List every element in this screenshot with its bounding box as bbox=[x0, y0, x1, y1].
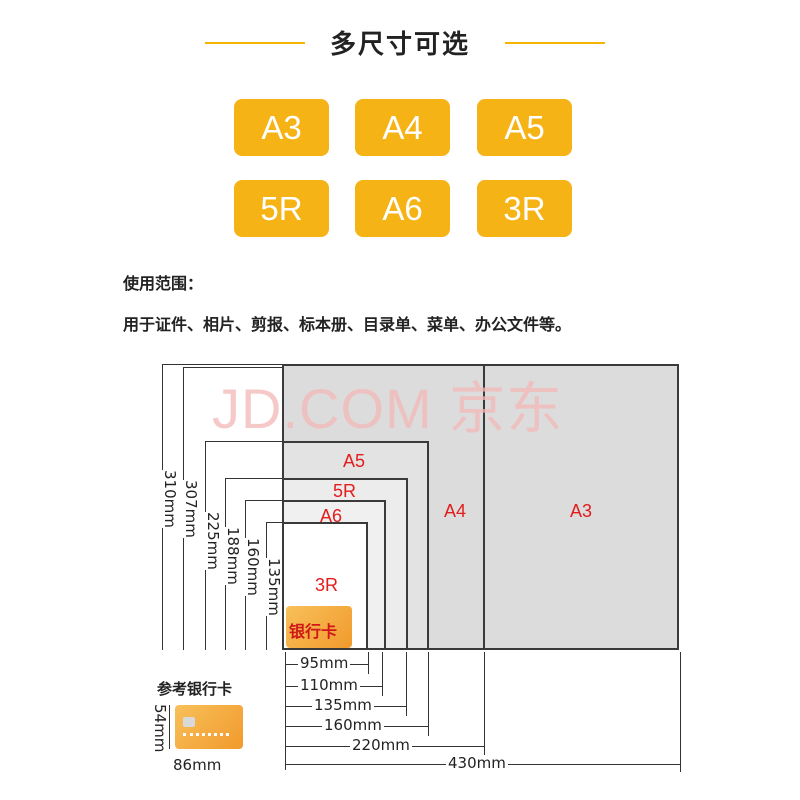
height-225mm: 225mm bbox=[204, 512, 222, 570]
tick-135 bbox=[406, 652, 407, 716]
width-110mm: 110mm bbox=[298, 676, 360, 694]
label-a5: A5 bbox=[343, 451, 366, 471]
label-a6: A6 bbox=[320, 506, 343, 526]
header-line-right bbox=[505, 42, 605, 44]
tick-110 bbox=[382, 652, 383, 696]
size-badge-a3: A3 bbox=[234, 99, 329, 156]
height-188mm: 188mm bbox=[224, 527, 242, 585]
htick-160 bbox=[245, 500, 282, 501]
htick-225 bbox=[205, 441, 282, 442]
ref-card-label: 参考银行卡 bbox=[157, 680, 233, 698]
width-baseline bbox=[285, 652, 286, 770]
usage-label: 使用范围： bbox=[123, 274, 204, 293]
height-307mm: 307mm bbox=[182, 480, 200, 538]
height-310mm: 310mm bbox=[161, 470, 179, 528]
height-135mm: 135mm bbox=[265, 558, 283, 616]
header-line-left bbox=[205, 42, 305, 44]
ref-height-dim bbox=[169, 705, 170, 749]
card-chip-icon bbox=[183, 717, 195, 727]
tick-430 bbox=[680, 652, 681, 772]
height-160mm: 160mm bbox=[244, 538, 262, 596]
tick-160 bbox=[428, 652, 429, 736]
ref-bank-card bbox=[175, 705, 243, 749]
size-badge-a6: A6 bbox=[355, 180, 450, 237]
htick-135 bbox=[266, 522, 282, 523]
width-430mm: 430mm bbox=[446, 754, 508, 772]
usage-text: 用于证件、相片、剪报、标本册、目录单、菜单、办公文件等。 bbox=[123, 315, 572, 334]
page-title: 多尺寸可选 bbox=[329, 30, 470, 60]
size-badge-a5: A5 bbox=[477, 99, 572, 156]
ref-card-height: 54mm bbox=[151, 704, 169, 753]
size-badge-3r: 3R bbox=[477, 180, 572, 237]
label-a4: A4 bbox=[444, 501, 467, 521]
htick-188 bbox=[225, 478, 282, 479]
bank-card-inside bbox=[286, 606, 352, 648]
label-a3: A3 bbox=[570, 501, 593, 521]
label-5r: 5R bbox=[333, 481, 357, 501]
bank-card-inside-label: 银行卡 bbox=[289, 622, 338, 641]
htick-307 bbox=[183, 367, 282, 368]
ref-card-width: 86mm bbox=[173, 756, 222, 774]
card-number-dots bbox=[183, 733, 229, 739]
size-badge-5r: 5R bbox=[234, 180, 329, 237]
tick-95 bbox=[368, 652, 369, 674]
label-3r: 3R bbox=[315, 575, 339, 595]
htick-310 bbox=[162, 364, 282, 365]
size-badge-a4: A4 bbox=[355, 99, 450, 156]
width-160mm: 160mm bbox=[322, 716, 384, 734]
width-135mm: 135mm bbox=[312, 696, 374, 714]
width-95mm: 95mm bbox=[298, 654, 351, 672]
tick-220 bbox=[484, 652, 485, 756]
watermark: JD.COM 京东 bbox=[212, 377, 564, 440]
width-220mm: 220mm bbox=[350, 736, 412, 754]
